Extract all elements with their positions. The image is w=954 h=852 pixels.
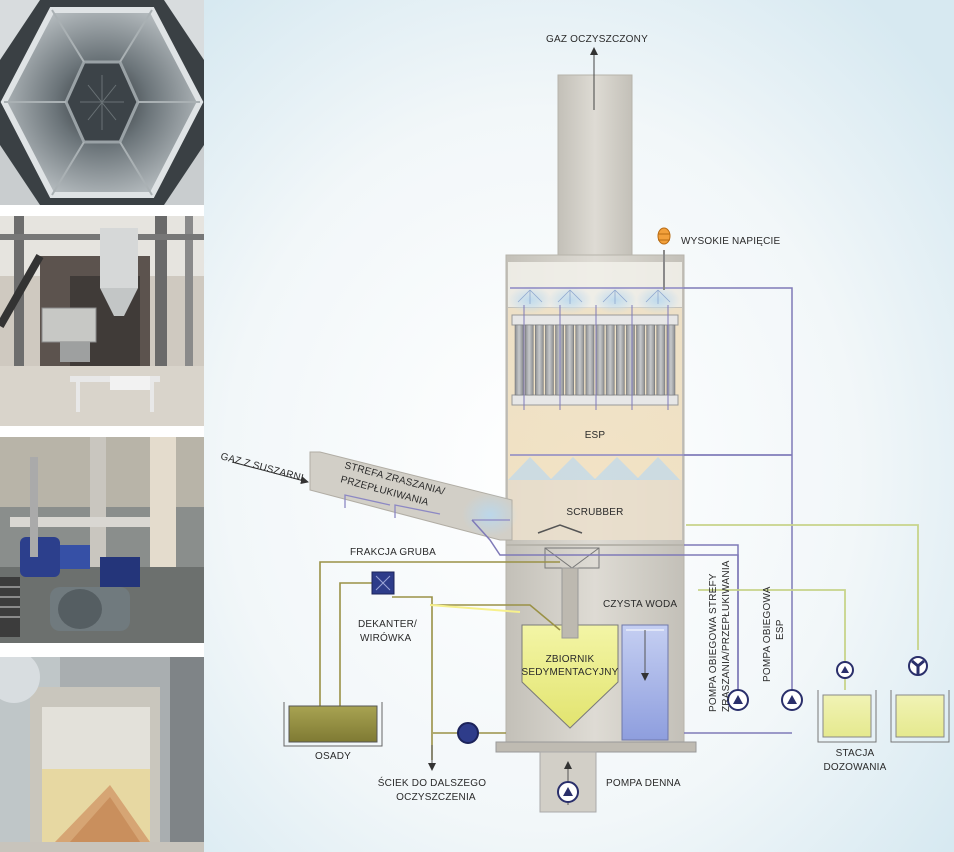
sludge-container-photo — [0, 657, 204, 852]
esp-collector-plates — [511, 305, 679, 410]
wastewater-label-line1: ŚCIEK DO DALSZEGO — [378, 776, 486, 789]
esp-plate — [575, 324, 585, 396]
scrubber-label: SCRUBBER — [566, 507, 623, 518]
sedimentation-tank — [521, 567, 619, 729]
exhaust-stack — [557, 74, 633, 259]
decanter-installation-photo — [0, 216, 204, 426]
pump-quench-label-line2: ZRASZANIA/PRZEPŁUKIWANIA — [721, 560, 732, 712]
esp-plate — [616, 324, 625, 396]
dosing-label-line2: DOZOWANIA — [823, 762, 886, 773]
sed-tank-label-line2: SEDYMENTACYJNY — [521, 667, 618, 678]
esp-plate — [595, 324, 605, 396]
esp-plate — [545, 324, 554, 396]
bottom-pump-label: POMPA DENNA — [606, 778, 681, 789]
wastewater-label-line2: OCZYSZCZENIA — [396, 792, 476, 803]
process-diagram: GAZ OCZYSZCZONY WYSOKIE NAPIĘCIE GAZ Z S… — [204, 0, 954, 852]
pump-esp-label-line1: POMPA OBIEGOWA — [762, 586, 773, 682]
esp-label: ESP — [585, 430, 606, 441]
esp-plate — [585, 324, 595, 396]
sed-tank-label-line1: ZBIORNIK — [546, 654, 595, 665]
esp-plate — [535, 324, 544, 396]
sludge-tank — [283, 702, 383, 747]
esp-zone — [508, 308, 682, 480]
esp-circulation-line — [471, 287, 793, 734]
coarse-fraction-label: FRAKCJA GRUBA — [350, 547, 436, 558]
esp-plate — [636, 324, 645, 396]
esp-spray-nozzles — [508, 286, 684, 314]
pump-station-photo — [0, 437, 204, 643]
dosing-tank-2 — [890, 690, 950, 743]
hexagonal-esp-tubes-photo — [0, 0, 204, 205]
esp-plate — [656, 324, 666, 396]
pump-esp-label-line2: ESP — [775, 619, 786, 640]
esp-plate — [605, 324, 615, 396]
esp-plate — [514, 324, 524, 396]
esp-plate — [565, 324, 574, 396]
pump-quench-label-line1: POMPA OBIEGOWA STREFY — [708, 573, 719, 712]
high-voltage-connector-icon — [657, 227, 671, 290]
dosing-tank-1 — [817, 690, 877, 743]
decanter-label-line2: WIRÓWKA — [360, 631, 412, 644]
high-voltage-label: WYSOKIE NAPIĘCIE — [681, 236, 780, 247]
quench-duct — [309, 451, 518, 541]
esp-plate — [524, 324, 534, 396]
pump-bottom-icon[interactable] — [557, 781, 579, 803]
decanter-label-line1: DEKANTER/ — [358, 619, 417, 630]
scrubber-spray-nozzles — [508, 454, 792, 480]
dosing-label-line1: STACJA — [836, 748, 875, 759]
pump-sludge-icon[interactable] — [457, 722, 479, 744]
sludge-label: OSADY — [315, 751, 351, 762]
esp-plate — [626, 324, 635, 396]
esp-plate — [646, 324, 655, 396]
photo-strip — [0, 0, 204, 852]
dosing-line — [686, 524, 919, 690]
dosing-pump-1-icon[interactable] — [836, 661, 854, 679]
clean-water-label: CZYSTA WODA — [603, 599, 677, 610]
pump-quench-icon[interactable] — [727, 689, 749, 711]
pump-esp-icon[interactable] — [781, 689, 803, 711]
clean-gas-label: GAZ OCZYSZCZONY — [546, 34, 648, 45]
dosing-pump-2-icon[interactable] — [908, 656, 928, 676]
scrubber-zone — [508, 480, 682, 540]
esp-plate — [666, 324, 676, 396]
